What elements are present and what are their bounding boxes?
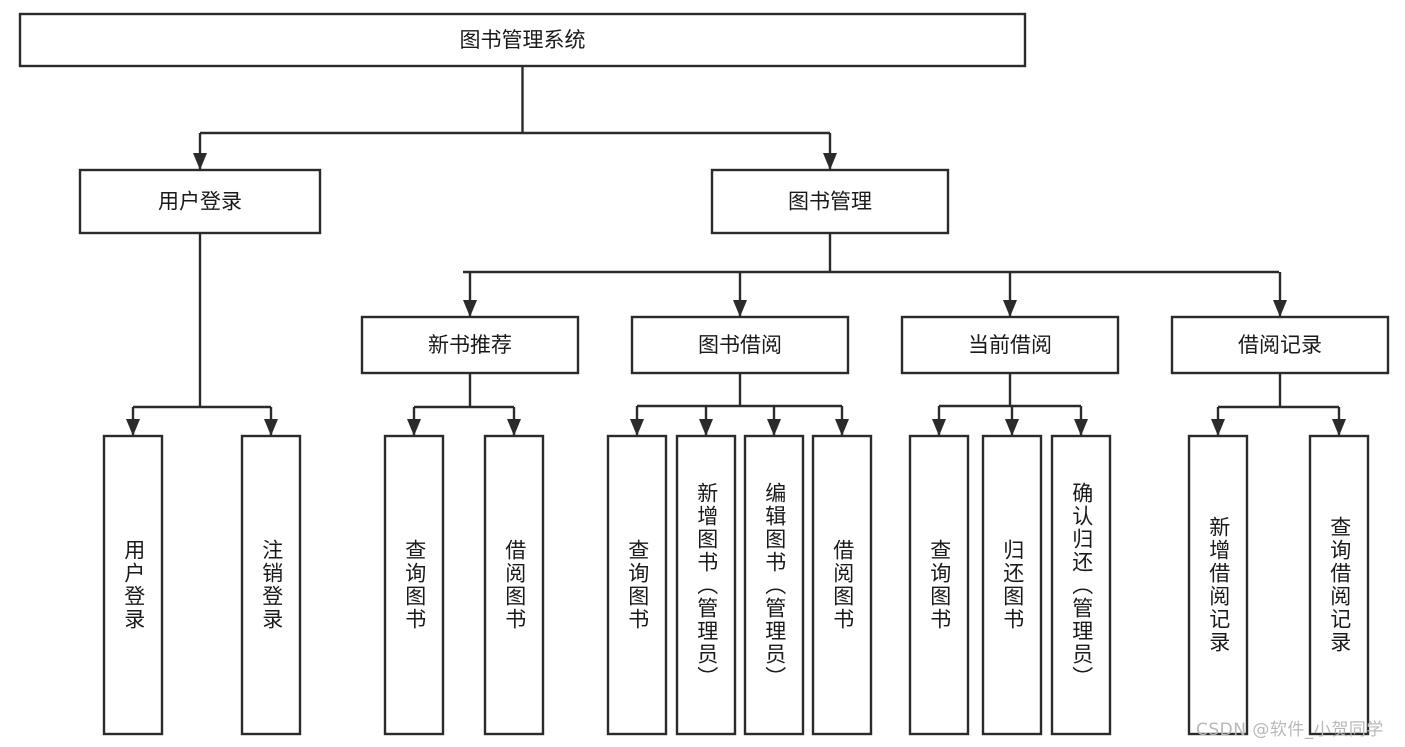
node-box-leaf-leaf-edit-book-admin[interactable]	[743, 434, 805, 736]
arrow-head-icon-leaf-user-logout	[264, 419, 278, 436]
node-label-current-borrow: 当前借阅	[968, 333, 1052, 357]
arrow-head-icon-leaf-user-login	[126, 419, 140, 436]
node-box-level2-user-login[interactable]	[78, 168, 322, 235]
node-box-leaf-leaf-add-borrow-record[interactable]	[1187, 434, 1249, 736]
arrow-head-icon-leaf-query-borrow-record	[1332, 419, 1346, 436]
node-box-leaf-leaf-borrow-book-bor[interactable]	[811, 434, 873, 736]
node-box-leaf-leaf-return-book[interactable]	[981, 434, 1043, 736]
node-label-borrow-record: 借阅记录	[1238, 333, 1322, 357]
arrow-head-icon-book-manage	[823, 153, 837, 170]
connector-layer	[126, 66, 1346, 436]
arrow-head-icon-leaf-return-book	[1005, 419, 1019, 436]
arrow-head-icon-leaf-query-book-rec	[407, 419, 421, 436]
node-label-book-manage: 图书管理	[788, 190, 872, 214]
arrow-head-icon-current-borrow	[1003, 300, 1017, 317]
node-label-user-login: 用户登录	[158, 190, 242, 214]
node-box-level3-borrow-record[interactable]	[1170, 315, 1390, 375]
arrow-head-icon-user-login	[193, 153, 207, 170]
node-box-leaf-leaf-confirm-return[interactable]	[1050, 434, 1112, 736]
node-box-level3-book-borrow[interactable]	[630, 315, 850, 375]
node-box-leaf-leaf-user-logout[interactable]	[240, 434, 302, 736]
node-box-leaf-leaf-query-book-rec[interactable]	[383, 434, 445, 736]
node-box-level3-current-borrow[interactable]	[900, 315, 1120, 375]
node-box-root[interactable]	[18, 12, 1027, 68]
node-box-level3-new-book-recommend[interactable]	[360, 315, 580, 375]
csdn-watermark: CSDN @软件_小贺同学	[1196, 720, 1384, 740]
node-box-leaf-leaf-add-book-admin[interactable]	[675, 434, 737, 736]
node-box-leaf-leaf-query-book-bor[interactable]	[606, 434, 668, 736]
node-box-leaf-leaf-borrow-book-rec[interactable]	[483, 434, 545, 736]
arrow-head-icon-leaf-edit-book-admin	[767, 419, 781, 436]
node-box-leaf-leaf-user-login[interactable]	[102, 434, 164, 736]
arrow-head-icon-leaf-add-borrow-record	[1211, 419, 1225, 436]
node-label-book-borrow: 图书借阅	[698, 333, 782, 357]
arrow-head-icon-leaf-borrow-book-rec	[507, 419, 521, 436]
arrow-head-icon-leaf-query-book-bor	[630, 419, 644, 436]
arrow-head-icon-book-borrow	[733, 300, 747, 317]
node-box-level2-book-manage[interactable]	[710, 168, 950, 235]
node-label-new-book-recommend: 新书推荐	[428, 333, 512, 357]
node-box-leaf-leaf-query-borrow-record[interactable]	[1308, 434, 1370, 736]
arrow-head-icon-leaf-borrow-book-bor	[835, 419, 849, 436]
arrow-head-icon-new-book-recommend	[463, 300, 477, 317]
arrow-head-icon-leaf-confirm-return	[1074, 419, 1088, 436]
arrow-head-icon-leaf-add-book-admin	[699, 419, 713, 436]
node-box-leaf-leaf-query-book-cur[interactable]	[908, 434, 970, 736]
node-box-layer	[18, 12, 1390, 736]
arrow-head-icon-leaf-query-book-cur	[932, 419, 946, 436]
arrow-head-icon-borrow-record	[1273, 300, 1287, 317]
node-label-root: 图书管理系统	[460, 28, 586, 52]
